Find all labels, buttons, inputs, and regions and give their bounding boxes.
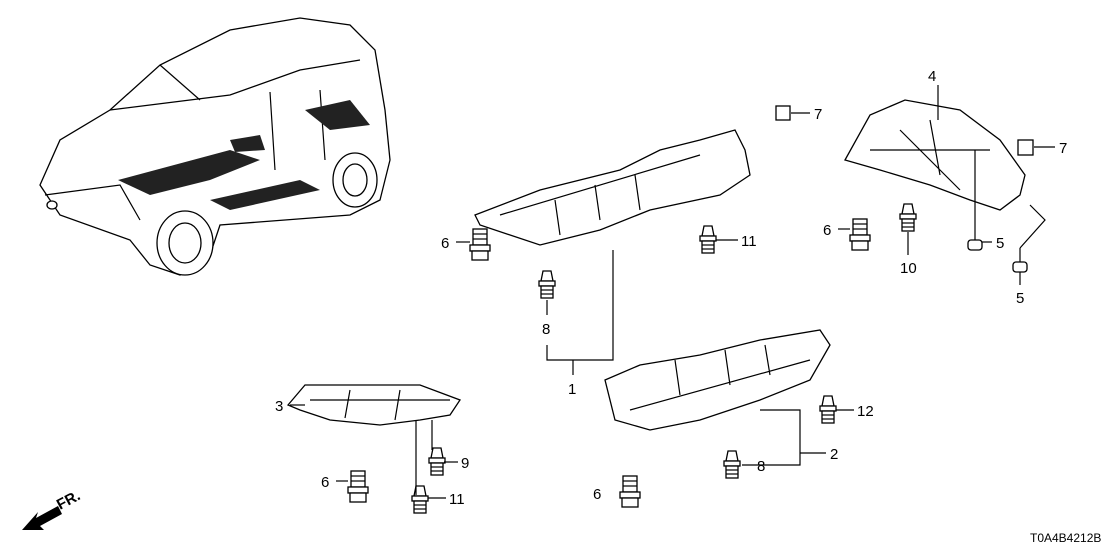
callout-6: 6 [321,474,329,491]
callout-6: 6 [441,235,449,252]
screw-icon [1012,247,1028,273]
callout-9: 9 [461,455,469,472]
callout-10: 10 [900,260,917,277]
clip-icon [723,450,741,479]
callout-5: 5 [996,235,1004,252]
callout-6: 6 [593,486,601,503]
callout-11: 11 [449,491,465,508]
callout-12: 12 [857,403,874,420]
callout-8: 8 [757,458,765,475]
callout-5: 5 [1016,290,1024,307]
front-direction-arrow: FR. [22,487,83,530]
diagram-code: T0A4B4212B [1030,531,1101,545]
callout-6: 6 [823,222,831,239]
under-cover-front-left [286,384,461,426]
clip-nut-icon [775,105,791,121]
clip-nut-icon [1017,139,1034,156]
under-cover-right [844,99,1026,211]
callout-8: 8 [542,321,550,338]
flange-bolt-icon [849,218,871,251]
clip-icon [699,225,717,254]
callout-11: 11 [741,233,757,250]
callout-7: 7 [814,106,822,123]
flange-bolt-icon [347,470,369,503]
callout-4: 4 [928,68,936,85]
clip-icon [899,203,917,232]
clip-icon [411,485,429,514]
callout-7: 7 [1059,140,1067,157]
leader-lines [290,85,1055,499]
callout-2: 2 [830,446,838,463]
screw-icon [967,225,983,251]
clip-icon [428,447,446,476]
clip-icon [538,270,556,299]
flange-bolt-icon [469,228,491,261]
callout-1: 1 [568,381,576,398]
vehicle-illustration [39,17,391,276]
clip-icon [819,395,837,424]
flange-bolt-icon [619,475,641,508]
callout-3: 3 [275,398,283,415]
under-cover-center [474,129,751,246]
under-cover-rear [604,329,831,431]
